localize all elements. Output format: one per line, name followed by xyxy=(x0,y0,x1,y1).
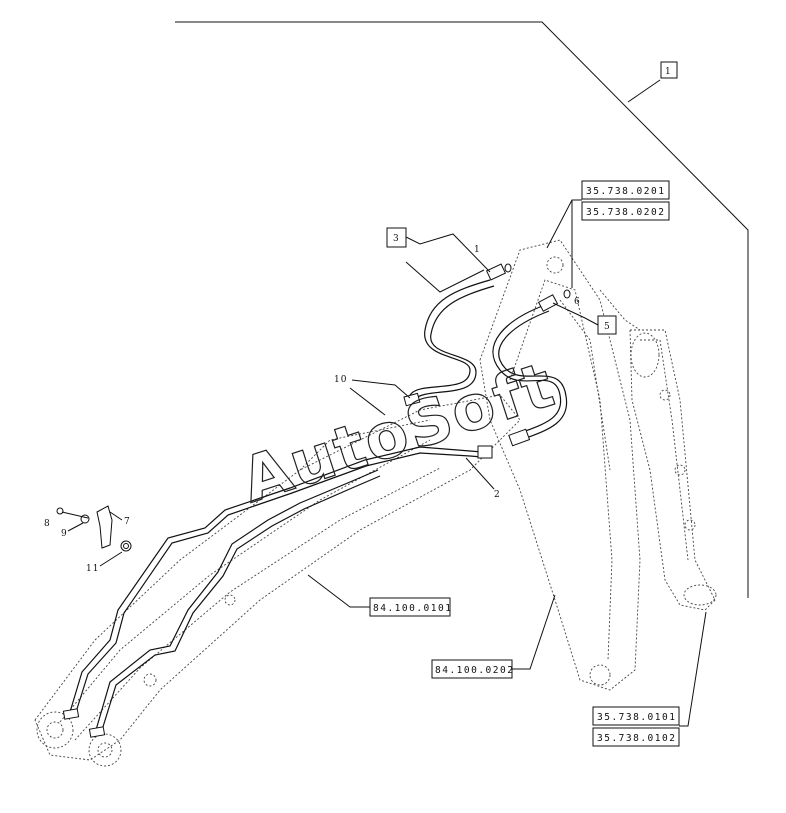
callout-8-label: 8 xyxy=(44,519,51,529)
callout-1-label: 1 xyxy=(665,67,672,77)
callout-box-1 xyxy=(660,61,678,79)
leader-3 xyxy=(405,233,491,273)
callout-1b-label: 1 xyxy=(474,245,481,255)
callout-3-label: 3 xyxy=(393,234,400,244)
ref-bottom-a-label: 35.738.0101 xyxy=(597,712,676,723)
ref-box-top-b xyxy=(581,201,670,221)
ref-bottom: 35.738.0101 35.738.0102 xyxy=(592,611,707,747)
leader-10b xyxy=(349,387,386,416)
leader-10 xyxy=(351,379,411,399)
callout-11-label: 11 xyxy=(86,564,99,574)
watermark: AutoSoft xyxy=(233,347,564,517)
ref-arm-label: 84.100.0202 xyxy=(435,665,514,676)
leader-11 xyxy=(99,551,123,567)
callout-7-label: 7 xyxy=(124,517,131,527)
ref-arm: 84.100.0202 xyxy=(431,594,556,679)
seal-ring-1 xyxy=(504,263,512,273)
hose-fitting-lower-right xyxy=(508,428,531,447)
callout-10-label: 10 xyxy=(334,375,347,385)
callout-9-label: 9 xyxy=(61,529,68,539)
leader-3b xyxy=(405,261,485,293)
ref-top: 35.738.0201 35.738.0202 xyxy=(546,180,670,288)
ref-box-bottom-a xyxy=(592,706,680,726)
hose-fitting-upper-left xyxy=(485,263,507,281)
ref-box-top-a xyxy=(581,180,670,200)
leader-ref-bottom xyxy=(679,611,707,727)
cylinder-outline xyxy=(599,289,717,611)
hose-assembly xyxy=(403,263,571,459)
tube-connector xyxy=(477,445,493,459)
leader-9 xyxy=(67,522,84,532)
callout-2-label: 2 xyxy=(494,490,501,500)
callout-6-label: 6 xyxy=(574,297,581,307)
ref-boom-label: 84.100.0101 xyxy=(373,603,452,614)
boom-tubes xyxy=(62,446,483,738)
ref-top-a-label: 35.738.0201 xyxy=(586,186,665,197)
clamp-parts xyxy=(56,505,132,552)
leader-7 xyxy=(109,511,123,521)
ref-bottom-b-label: 35.738.0102 xyxy=(597,733,676,744)
boom-outline xyxy=(34,394,521,767)
leader-ref-boom xyxy=(307,574,370,608)
leader-5 xyxy=(552,302,599,326)
ref-box-bottom-b xyxy=(592,727,680,747)
leader-ref-arm xyxy=(512,594,556,670)
tube-end-left xyxy=(62,708,80,720)
hose-fitting-upper-right xyxy=(537,294,559,312)
ref-top-b-label: 35.738.0202 xyxy=(586,207,665,218)
tube-end-right xyxy=(88,726,106,738)
assembly-leader-pointer xyxy=(627,79,661,103)
arm-outline xyxy=(479,239,641,691)
callout-5-label: 5 xyxy=(604,322,611,332)
seal-ring-6 xyxy=(563,289,571,299)
ref-boom: 84.100.0101 xyxy=(307,574,452,617)
leader-ref-top xyxy=(546,199,582,249)
leader-2 xyxy=(465,457,495,490)
assembly-leader-line xyxy=(175,21,749,598)
